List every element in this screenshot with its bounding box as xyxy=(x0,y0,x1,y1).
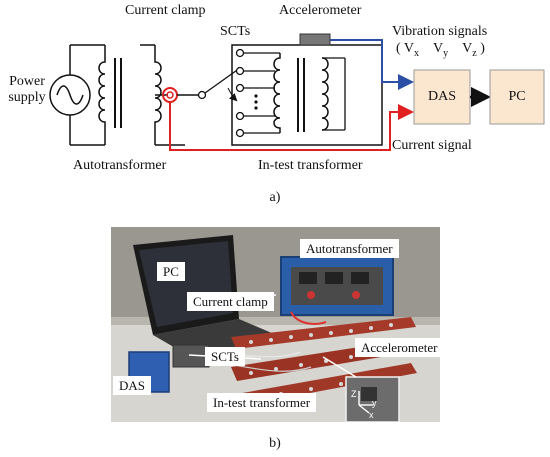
vy: V xyxy=(433,41,444,56)
label-sct: SCTs xyxy=(220,24,251,39)
label-vibration-signals: Vibration signals xyxy=(392,24,488,39)
label-accelerometer: Accelerometer xyxy=(279,3,362,18)
setup-photo xyxy=(111,227,440,422)
label-power-supply-line2: supply xyxy=(8,90,46,105)
paren-close: ) xyxy=(480,41,485,56)
photo-label-sct: SCTs xyxy=(205,347,245,366)
current-signal-line xyxy=(169,102,414,151)
photo-label-autotransformer: Autotransformer xyxy=(300,239,399,258)
vx: V xyxy=(403,41,415,56)
pc-label: PC xyxy=(508,89,526,104)
tap-switch xyxy=(197,67,241,102)
vz: V xyxy=(462,41,473,56)
label-power-supply: Power supply xyxy=(3,74,51,106)
photo-label-das: DAS xyxy=(113,376,152,395)
photo-label-current-clamp: Current clamp xyxy=(187,292,274,311)
photo-axis-y: y xyxy=(372,398,377,408)
vy-sub: y xyxy=(443,47,449,59)
power-supply-symbol xyxy=(49,44,105,146)
label-current-signal: Current signal xyxy=(392,138,472,153)
label-autotransformer: Autotransformer xyxy=(73,158,167,173)
photo-illustration xyxy=(111,227,440,422)
in-test-transformer-symbol xyxy=(231,44,383,146)
autotransformer-symbol xyxy=(98,44,185,146)
photo-label-in-test-transformer: In-test transformer xyxy=(207,393,317,412)
label-power-supply-line1: Power xyxy=(9,74,45,89)
photo-axis-x: x xyxy=(369,410,374,420)
photo-label-accelerometer: Accelerometer xyxy=(355,338,444,357)
das-label: DAS xyxy=(427,89,456,104)
vx-sub: x xyxy=(414,47,420,59)
vibration-components: ( Vx Vy Vz ) xyxy=(396,41,485,62)
vibration-signal-line xyxy=(330,39,414,90)
vz-sub: z xyxy=(472,47,477,59)
paren-open: ( xyxy=(396,41,401,56)
current-clamp-symbol xyxy=(162,87,200,103)
accelerometer-block xyxy=(299,33,331,46)
circuit-diagram xyxy=(49,33,545,151)
photo-axis-z: Z xyxy=(351,389,357,399)
pc-box xyxy=(489,69,545,125)
photo-label-pc: PC xyxy=(157,262,185,281)
label-in-test-transformer: In-test transformer xyxy=(258,158,363,173)
caption-a: a) xyxy=(269,190,281,205)
label-current-clamp: Current clamp xyxy=(125,3,206,18)
caption-b: b) xyxy=(269,436,281,451)
